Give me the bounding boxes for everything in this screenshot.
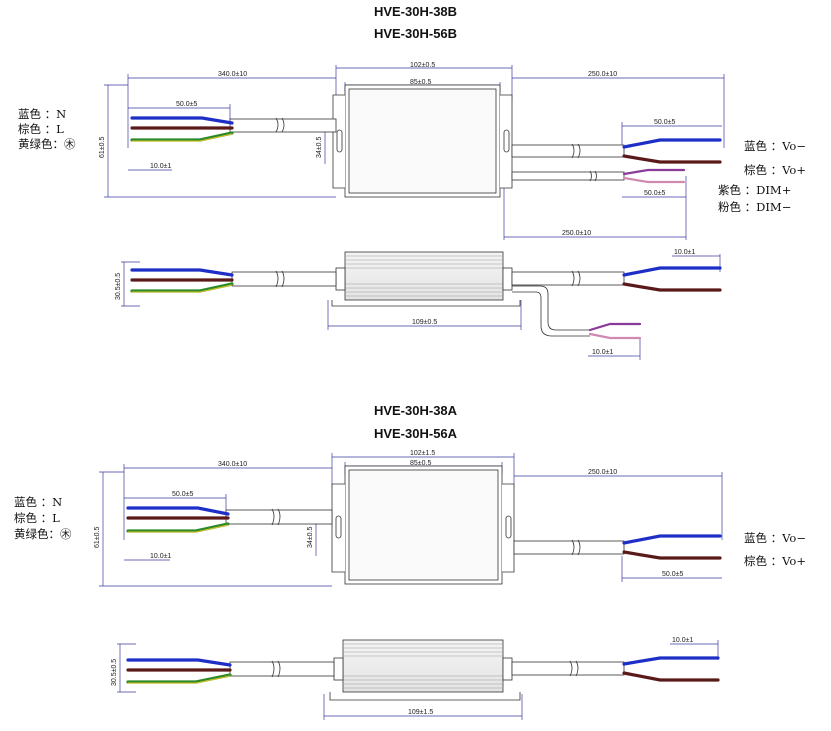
dim-a-in-total: 340.0±10	[218, 461, 247, 468]
dim-b-dim-total: 250.0±10	[562, 230, 591, 237]
dim-a-base: 109±1.5	[408, 709, 433, 716]
dim-a-height: 61±0.5	[94, 527, 101, 548]
label-output-vplus-a: 棕色 ：Vo+	[744, 554, 806, 568]
a-side-wires	[126, 656, 720, 684]
b-top-view: 340.0±10 102±0.5 85±0.5 250.0±10 50.0±5 …	[99, 62, 725, 240]
a-top-view: 340.0±10 102±1.5 85±0.5 250.0±10 50.0±5 …	[94, 450, 723, 587]
label-output-dimminus: 粉色 ：DIM−	[718, 200, 792, 214]
dim-a-out-tip: 10.0±1	[672, 637, 693, 644]
dim-a-side-height: 30.5±0.5	[111, 659, 118, 686]
a-side-body	[342, 639, 504, 693]
b-side-output-cable	[511, 271, 625, 286]
dim-b-body-inner: 85±0.5	[410, 79, 431, 86]
dim-b-height: 61±0.5	[99, 137, 106, 158]
dim-b-tip: 10.0±1	[150, 163, 171, 170]
dim-b-in-total: 340.0±10	[218, 71, 247, 78]
dim-b-strip-out: 50.0±5	[654, 119, 675, 126]
a-top-wires	[126, 506, 722, 560]
b-side-view: 30.5±0.5 109±0.5 10.0±1 10.0±1	[115, 249, 721, 360]
b-side-base	[331, 300, 521, 307]
dim-b-center: 34±0.5	[316, 137, 323, 158]
dim-a-body-outer: 102±1.5	[410, 450, 435, 457]
b-top-output-cable	[511, 143, 625, 182]
dim-a-tip: 10.0±1	[150, 553, 171, 560]
label-input-l-a: 棕色 ：L	[14, 511, 60, 525]
dim-b-out-total: 250.0±10	[588, 71, 617, 78]
b-side-body	[344, 251, 504, 301]
dim-b-strip-in: 50.0±5	[176, 101, 197, 108]
b-top-flange-right	[500, 94, 513, 189]
dim-a-strip-in: 50.0±5	[172, 491, 193, 498]
dim-a-body-inner: 85±0.5	[410, 460, 431, 467]
dim-b-side-height: 30.5±0.5	[115, 273, 122, 300]
label-input-n-b: 蓝色 ：N	[18, 107, 67, 121]
title-b2: HVE-30H-56B	[373, 26, 458, 41]
a-side-output-cable	[511, 661, 625, 676]
dim-b-dim-strip: 50.0±5	[644, 190, 665, 197]
b-top-slot-left	[336, 129, 343, 153]
label-input-n-a: 蓝色 ：N	[14, 495, 63, 509]
label-output-vplus-b: 棕色 ：Vo+	[744, 163, 806, 177]
title-b1: HVE-30H-38B	[373, 4, 458, 19]
a-side-base	[329, 692, 521, 701]
a-top-flange-right	[502, 483, 515, 573]
a-top-output-cable	[513, 540, 625, 555]
dim-a-strip-out: 50.0±5	[662, 571, 683, 578]
dim-b-body-outer: 102±0.5	[410, 62, 435, 69]
a-side-input-cable	[229, 661, 335, 677]
b-top-body-inner	[348, 88, 497, 194]
dim-b-out-tip: 10.0±1	[674, 249, 695, 256]
dim-b-base: 109±0.5	[412, 319, 437, 326]
dim-b-dim-tip: 10.0±1	[592, 349, 613, 356]
label-output-vminus-b: 蓝色 ：Vo−	[744, 139, 806, 153]
title-a1: HVE-30H-38A	[373, 403, 458, 418]
b-side-wires	[130, 266, 722, 340]
label-output-vminus-a: 蓝色 ：Vo−	[744, 531, 806, 545]
b-side-fins	[345, 255, 503, 297]
label-output-dimplus: 紫色 ：DIM+	[718, 183, 792, 197]
b-top-flange-left	[332, 94, 345, 189]
label-input-l-b: 棕色 ：L	[18, 122, 64, 136]
b-top-wires	[130, 116, 722, 184]
b-side-dim-cable	[512, 285, 590, 331]
dim-a-out-total: 250.0±10	[588, 469, 617, 476]
dim-a-center: 34±0.5	[307, 527, 314, 548]
b-top-slot-right	[503, 129, 510, 153]
title-a2: HVE-30H-56A	[373, 426, 458, 441]
label-input-pe-a: 黄绿色：㊍	[14, 527, 72, 541]
b-top-input-cable	[229, 117, 337, 133]
a-side-view: 30.5±0.5 109±1.5 10.0±1	[111, 637, 719, 720]
label-input-pe-b: 黄绿色：㊍	[18, 137, 76, 151]
a-top-flange-left	[331, 483, 345, 573]
